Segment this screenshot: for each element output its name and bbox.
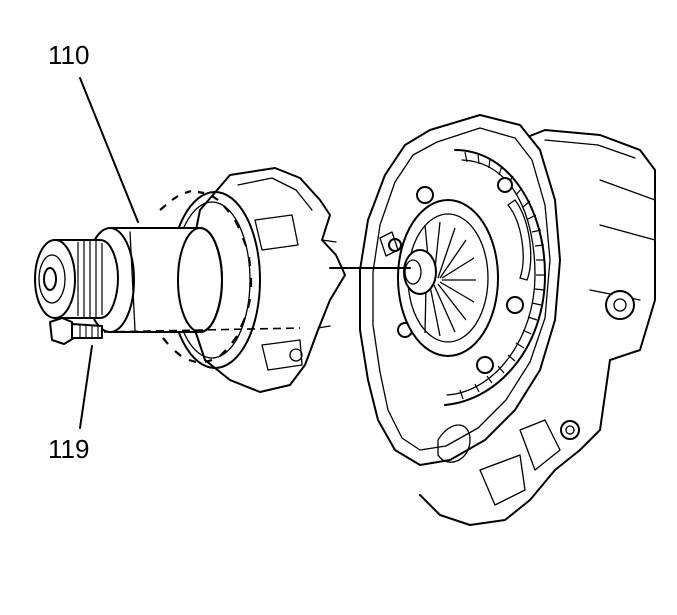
bolt-119 [49,317,103,345]
callout-label-110: 110 [48,40,90,70]
gear-teeth-housing [459,151,545,400]
hub-splines [424,221,476,337]
leader-line-119 [79,345,93,429]
callout-label-119: 119 [48,434,90,464]
bolt-alignment-line [103,327,301,333]
leader-line-110 [79,77,139,223]
drive-hub-assembly [34,167,346,393]
ring-gear-teeth [159,189,253,364]
transmission-housing [359,114,656,526]
shaft-splines [77,241,103,317]
